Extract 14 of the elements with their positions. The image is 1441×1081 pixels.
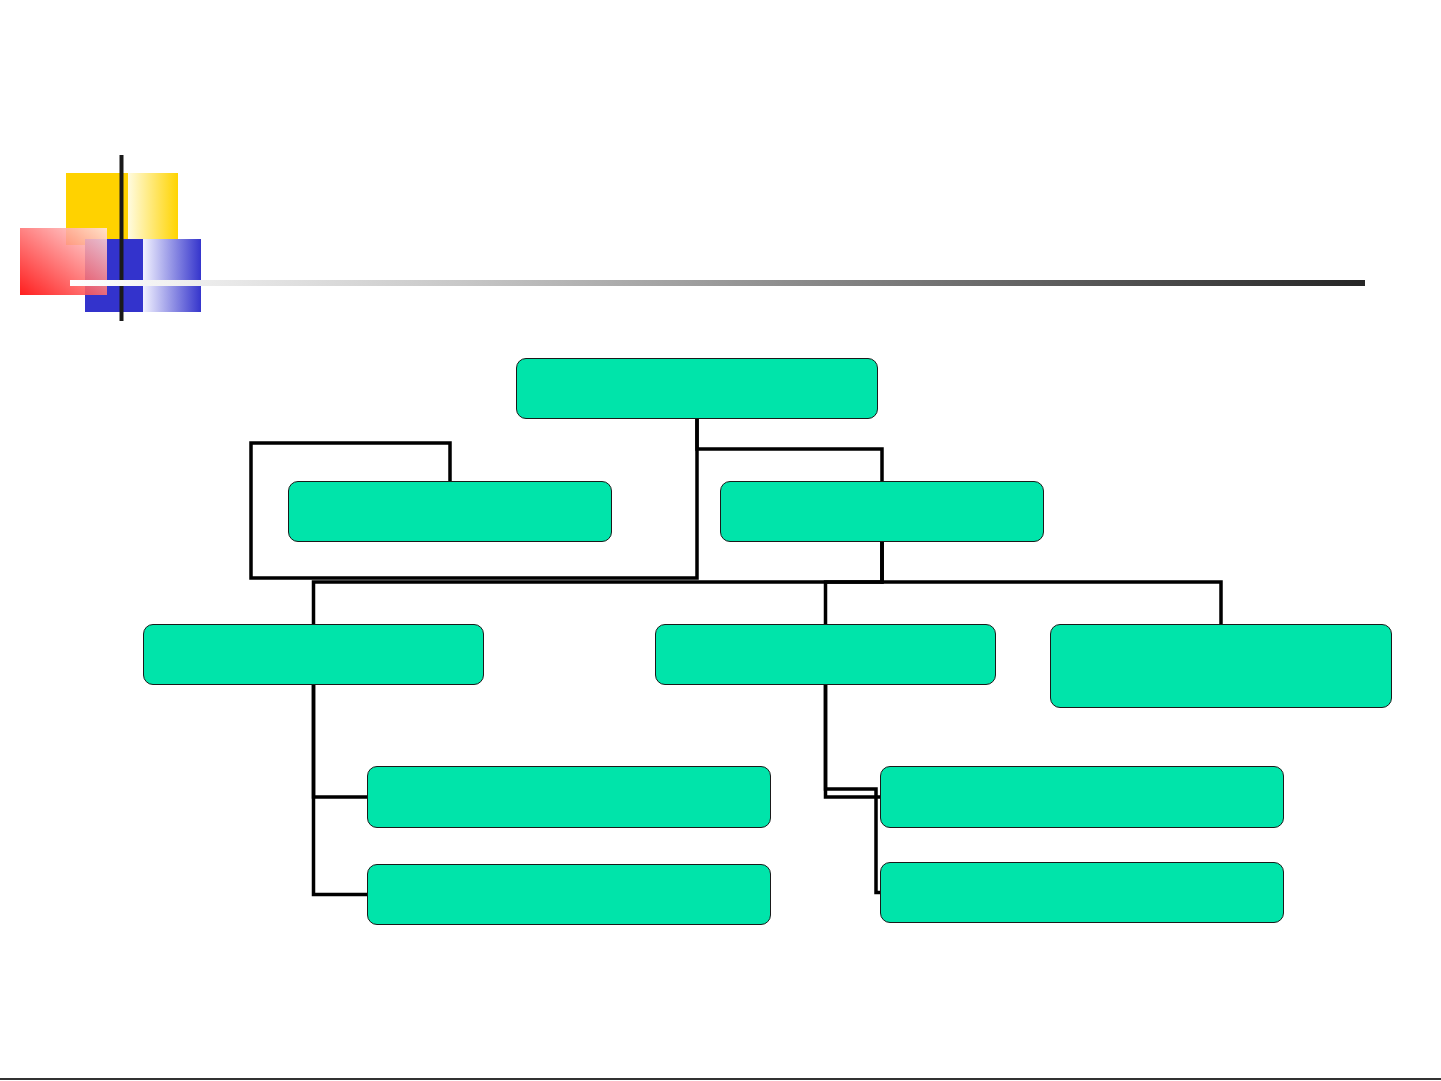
process-box <box>367 864 771 925</box>
connector-line <box>695 419 884 481</box>
process-box <box>288 481 612 542</box>
process-box <box>880 766 1284 828</box>
connector-line <box>880 542 1223 624</box>
process-box <box>720 481 1044 542</box>
process-box <box>1050 624 1392 708</box>
process-box <box>880 862 1284 923</box>
connector-line <box>311 685 367 897</box>
process-box <box>516 358 878 419</box>
process-box <box>143 624 484 685</box>
process-box <box>655 624 996 685</box>
process-box <box>367 766 771 828</box>
connector-line <box>823 685 880 895</box>
